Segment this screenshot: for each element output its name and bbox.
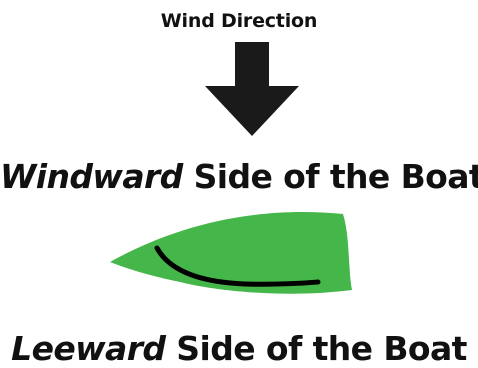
- windward-side-label: Windward Side of the Boat: [0, 160, 478, 193]
- leeward-emphasis: Leeward: [11, 329, 166, 368]
- boat-hull: [110, 212, 352, 294]
- boat-keel-line: [154, 245, 321, 287]
- leeward-rest: Side of the Boat: [165, 329, 467, 368]
- wind-direction-label: Wind Direction: [160, 10, 318, 32]
- windward-rest: Side of the Boat: [182, 157, 478, 196]
- leeward-side-label: Leeward Side of the Boat: [0, 332, 478, 365]
- wind-arrow-shape: [205, 42, 299, 136]
- wind-arrow-icon: [205, 42, 299, 136]
- windward-emphasis: Windward: [0, 157, 183, 196]
